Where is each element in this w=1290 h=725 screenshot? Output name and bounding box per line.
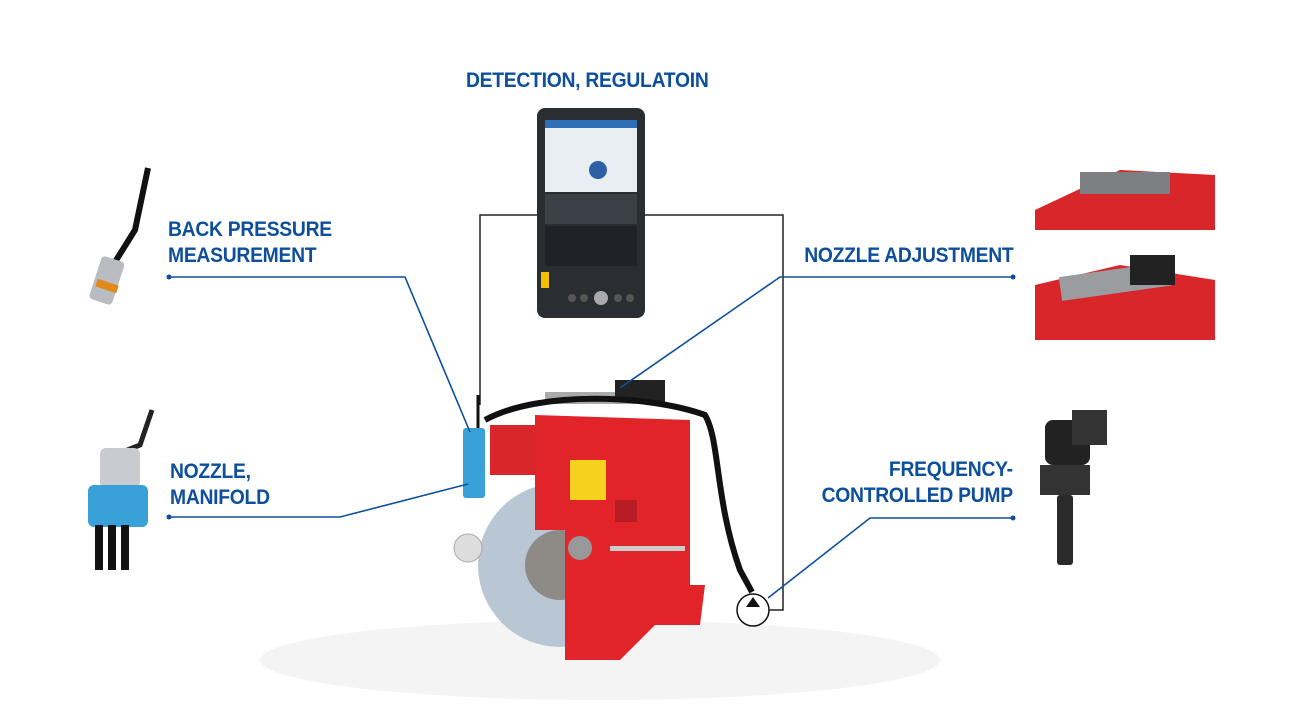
nozzle-manifold-image	[88, 409, 155, 570]
label-nozzle-adjustment: NOZZLE ADJUSTMENT	[803, 244, 1014, 267]
control-tablet	[537, 108, 645, 318]
control-line-right	[643, 214, 784, 611]
grinding-machine	[260, 380, 940, 700]
label-line: NOZZLE,	[170, 460, 251, 483]
label-frequency-pump: FREQUENCY- CONTROLLED PUMP	[822, 457, 1013, 509]
label-back-pressure: BACK PRESSURE MEASUREMENT	[168, 217, 332, 269]
pump-image	[1040, 410, 1107, 565]
label-line: MANIFOLD	[170, 486, 270, 509]
pump-symbol	[736, 593, 770, 627]
leader-pump	[767, 517, 1013, 599]
label-detection-regulation: DETECTION, REGULATOIN	[466, 69, 709, 92]
label-line: CONTROLLED PUMP	[821, 484, 1013, 507]
nozzle-adjustment-photo-2	[1035, 255, 1215, 340]
label-line: BACK PRESSURE	[168, 218, 332, 241]
label-line: FREQUENCY-	[889, 458, 1013, 481]
label-line: MEASUREMENT	[168, 244, 317, 267]
label-nozzle-manifold: NOZZLE, MANIFOLD	[170, 459, 270, 511]
control-line-left	[479, 214, 540, 405]
leader-back-pressure	[169, 276, 471, 433]
nozzle-adjustment-photo-1	[1035, 170, 1215, 230]
pressure-sensor-image	[89, 167, 151, 305]
leader-nozzle-adjustment	[619, 276, 1013, 389]
leader-nozzle-manifold	[169, 483, 469, 518]
